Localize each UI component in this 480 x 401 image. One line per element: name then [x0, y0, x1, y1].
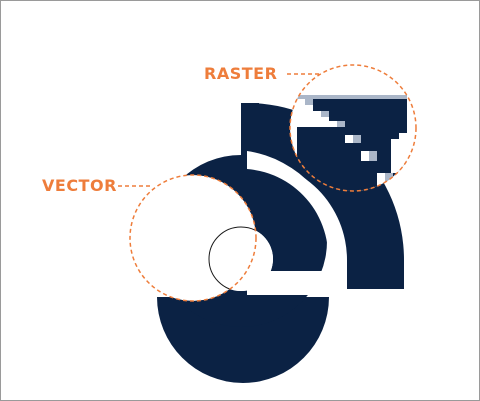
vector-label: VECTOR: [42, 176, 117, 195]
raster-antialias-pixels: [297, 95, 407, 183]
vector-loupe-icon: [129, 174, 257, 302]
logo-bottom-crescent: [157, 297, 329, 383]
raster-loupe-view: [290, 65, 416, 191]
raster-loupe-icon: [289, 64, 417, 192]
logo-ring-notch: [241, 103, 259, 160]
raster-label: RASTER: [204, 64, 278, 83]
logo-ring-shape: [247, 103, 404, 289]
